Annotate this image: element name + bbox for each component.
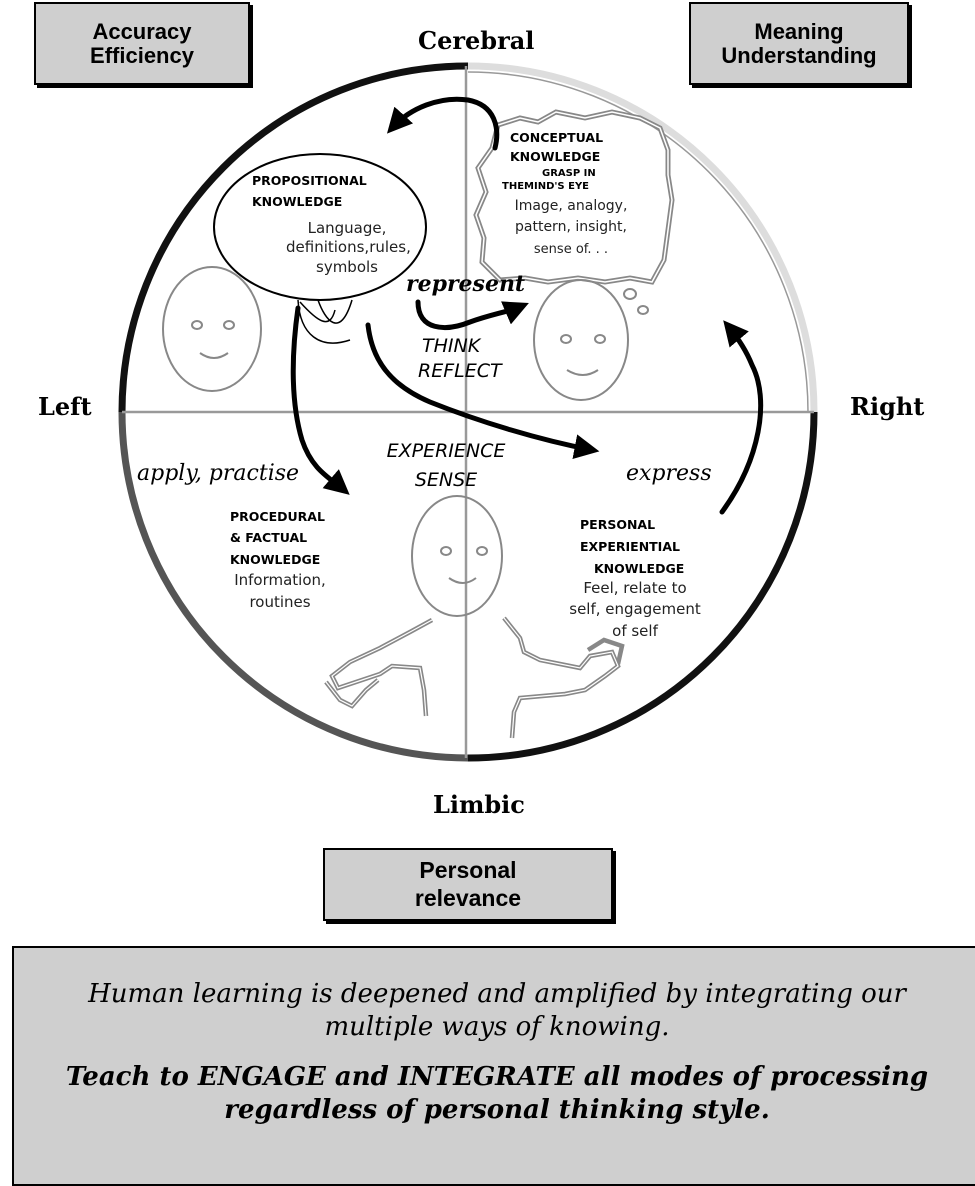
footer-line-1: Human learning is deepened and amplified…: [88, 979, 906, 1042]
box-meaning-line2: Understanding: [721, 42, 877, 68]
verb-experience-sense: EXPERIENCE SENSE: [378, 437, 514, 494]
rim-top-right: [467, 62, 818, 413]
thought-bubble-small-1: [623, 288, 637, 300]
experiential-body: Feel, relate to self, engagement of self: [556, 578, 714, 643]
box-accuracy-line2: Efficiency: [90, 42, 194, 68]
conceptual-heading-2: KNOWLEDGE: [510, 149, 601, 165]
footer-statement-box: Human learning is deepened and amplified…: [12, 946, 975, 1186]
box-personal-relevance: Personal relevance: [323, 848, 613, 921]
procedural-heading: PROCEDURAL & FACTUAL KNOWLEDGE: [210, 506, 350, 570]
propositional-bubble: [213, 153, 427, 301]
diagram-canvas: [118, 62, 818, 762]
experiential-knowledge: PERSONAL EXPERIENTIAL KNOWLEDGE Feel, re…: [556, 514, 714, 643]
propositional-heading: PROPOSITIONAL KNOWLEDGE: [236, 170, 408, 213]
face-top-left: [162, 266, 262, 392]
arrow-express-up: [719, 320, 764, 515]
box-personal-line1: Personal: [419, 856, 517, 883]
procedural-body-2: routines: [249, 592, 311, 611]
propositional-body-1: Language,: [307, 218, 387, 237]
experiential-body-1: Feel, relate to: [583, 578, 687, 597]
thought-bubble-small-2: [637, 305, 649, 315]
procedural-heading-1: PROCEDURAL: [230, 509, 325, 524]
axis-label-cerebral: Cerebral: [418, 26, 535, 55]
box-meaning-line1: Meaning: [754, 19, 844, 45]
procedural-heading-2: & FACTUAL: [230, 530, 308, 546]
procedural-knowledge: PROCEDURAL & FACTUAL KNOWLEDGE Informati…: [210, 506, 350, 613]
verb-think-reflect: THINK REFLECT: [418, 334, 502, 383]
verb-apply-practise: apply, practise: [137, 461, 300, 486]
verb-express: express: [626, 461, 712, 486]
propositional-knowledge: PROPOSITIONAL KNOWLEDGE Language, defini…: [236, 170, 411, 278]
verb-sense: SENSE: [414, 468, 478, 491]
footer-line-2: Teach to ENGAGE and INTEGRATE all modes …: [65, 1062, 929, 1125]
arrow-represent: [415, 299, 529, 330]
rim-top-left: [118, 62, 469, 413]
experiential-heading-3: KNOWLEDGE: [594, 560, 685, 576]
experiential-heading-1: PERSONAL: [580, 517, 656, 532]
axis-label-right: Right: [850, 392, 925, 421]
speech-tail: [297, 299, 353, 344]
propositional-body-2: definitions,rules,: [286, 238, 411, 256]
conceptual-subheading: GRASP IN THEMIND'S EYE: [486, 167, 656, 193]
conceptual-subheading-2: THEMIND'S EYE: [502, 180, 590, 192]
experiential-heading: PERSONAL EXPERIENTIAL KNOWLEDGE: [556, 514, 714, 580]
box-meaning-understanding: Meaning Understanding: [689, 2, 909, 85]
axis-label-left: Left: [38, 392, 92, 421]
experiential-body-3: of self: [612, 622, 658, 641]
verb-reflect: REFLECT: [418, 359, 502, 382]
box-accuracy-efficiency: Accuracy Efficiency: [34, 2, 250, 85]
arrow-cerebral-loop: [386, 96, 500, 151]
verb-think: THINK: [422, 335, 481, 357]
box-accuracy-line1: Accuracy: [92, 19, 192, 45]
propositional-body-3: symbols: [316, 257, 378, 276]
procedural-heading-3: KNOWLEDGE: [230, 551, 321, 567]
axis-label-limbic: Limbic: [433, 790, 525, 819]
rim-top-right-inner: [467, 71, 809, 413]
face-bottom: [411, 495, 503, 617]
conceptual-heading-1: CONCEPTUAL: [510, 130, 604, 145]
experiential-body-2: self, engagement: [569, 600, 701, 619]
verb-experience: EXPERIENCE: [386, 440, 506, 462]
face-top-right: [533, 279, 629, 401]
rim-bottom-left: [118, 411, 469, 762]
arrow-think-reflect: [365, 322, 600, 459]
conceptual-subheading-1: GRASP IN: [542, 167, 596, 179]
arrow-to-procedural: [290, 305, 350, 495]
verb-represent: represent: [406, 271, 526, 297]
conceptual-body: Image, analogy, pattern, insight, sense …: [486, 196, 656, 261]
propositional-body: Language, definitions,rules, symbols: [236, 218, 411, 278]
procedural-body: Information, routines: [210, 570, 350, 614]
propositional-heading-1: PROPOSITIONAL: [252, 173, 367, 188]
procedural-body-1: Information,: [234, 570, 326, 589]
experiential-heading-2: EXPERIENTIAL: [580, 538, 680, 554]
conceptual-heading: CONCEPTUAL KNOWLEDGE: [486, 128, 656, 167]
conceptual-body-1: Image, analogy,: [514, 197, 628, 214]
conceptual-body-2: pattern, insight,: [515, 219, 627, 236]
propositional-heading-2: KNOWLEDGE: [252, 194, 343, 210]
rim-bottom-right: [467, 411, 818, 762]
conceptual-knowledge: CONCEPTUAL KNOWLEDGE GRASP IN THEMIND'S …: [486, 128, 656, 261]
box-personal-line2: relevance: [414, 884, 522, 911]
conceptual-body-3: sense of. . .: [533, 242, 609, 258]
